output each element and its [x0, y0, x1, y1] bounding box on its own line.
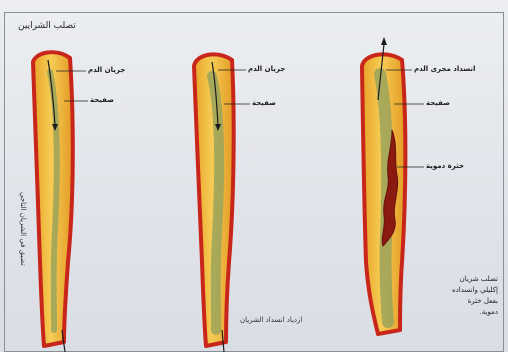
label-plaque-2: صفيحة [252, 99, 276, 108]
diagram-title: تصلب الشرايين [18, 22, 76, 31]
artery-vessel-3 [362, 37, 424, 334]
label-blood-clot: خثرة دموية [426, 162, 464, 171]
label-plaque-1: صفيحة [90, 96, 114, 105]
label-plaque-3: صفيحة [426, 99, 450, 108]
artery-vessel-1 [33, 52, 88, 352]
artery-vessel-2 [194, 54, 250, 352]
label-blood-flow-2: جريان الدم [248, 65, 285, 74]
label-blocked-flow-3: انسداد مجرى الدم [414, 65, 475, 74]
label-blood-flow-1: جريان الدم [88, 66, 125, 75]
flow-arrowhead-3 [381, 37, 387, 45]
caption-coronary-narrowing: تضيق في الشريان التاجي [18, 192, 27, 266]
caption-clot-note: تصلب شريان إكليلي وانسداده بفعل خثرة دمو… [452, 274, 498, 318]
caption-increasing-blockage: ازدياد انسداد الشريان [240, 316, 302, 325]
